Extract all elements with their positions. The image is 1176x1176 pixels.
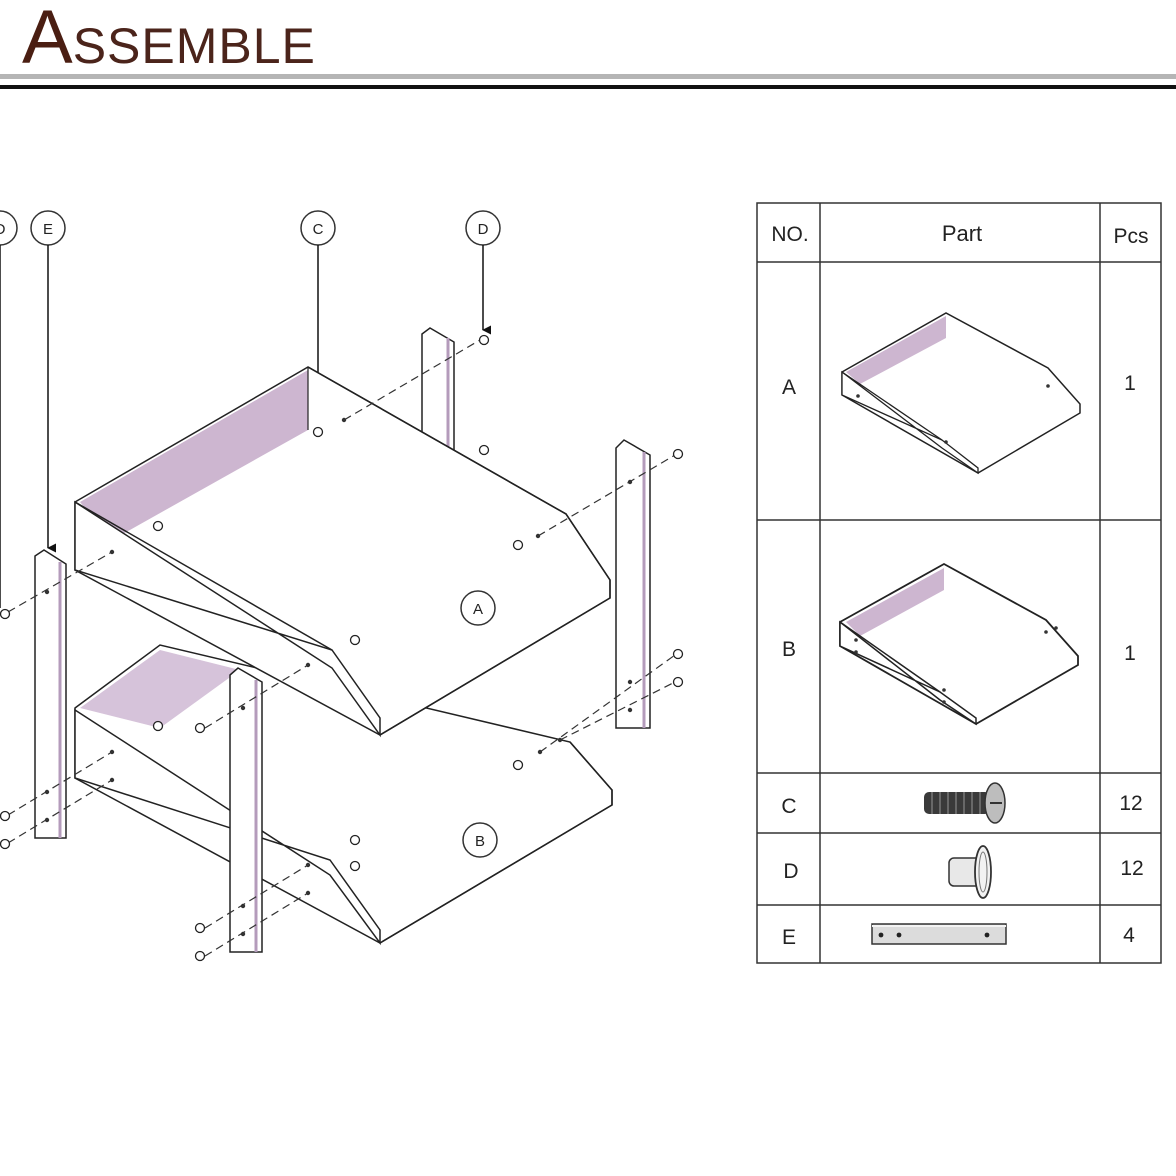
assembly-guides [7, 339, 676, 957]
tray-a-icon [841, 312, 1081, 475]
svg-text:D: D [478, 221, 489, 238]
leg-right [615, 439, 651, 729]
svg-text:B: B [475, 833, 485, 850]
header-no: NO. [771, 223, 808, 246]
callout-d-top: D [465, 210, 501, 335]
header-rule-grey [0, 74, 1176, 79]
row-d-pcs: 12 [1120, 857, 1143, 880]
row-d-no: D [783, 860, 798, 883]
callout-e-left: E [30, 210, 66, 553]
leg-bar-icon [871, 923, 1007, 945]
tray-a-label: A [460, 590, 496, 626]
leg-back-upper [421, 327, 455, 451]
row-c-no: C [781, 795, 796, 818]
assembly-diagram: D E C D B [0, 210, 684, 962]
barrel-nut-icon [948, 845, 992, 899]
row-a-no: A [782, 376, 796, 399]
svg-text:E: E [43, 221, 53, 238]
header-pcs: Pcs [1113, 225, 1148, 248]
svg-text:D: D [0, 221, 6, 238]
row-c-pcs: 12 [1119, 792, 1142, 815]
svg-text:A: A [473, 601, 483, 618]
header-rule-black [0, 85, 1176, 89]
title-rest: SSEMBLE [72, 18, 316, 74]
header-part: Part [942, 221, 982, 246]
title-initial: A [22, 0, 73, 80]
row-b-pcs: 1 [1124, 642, 1136, 665]
page-title: ASSEMBLE [22, 0, 316, 76]
hardware-bolts [0, 334, 684, 962]
leg-front [229, 667, 263, 953]
row-e-pcs: 4 [1123, 924, 1135, 947]
tray-a-drawing [74, 366, 611, 738]
svg-text:C: C [313, 221, 324, 238]
screw-icon [924, 782, 1006, 824]
tray-b-icon [839, 562, 1079, 726]
tray-b-label: B [462, 822, 498, 858]
row-b-no: B [782, 638, 796, 661]
leg-left [34, 549, 67, 839]
row-a-pcs: 1 [1124, 372, 1136, 395]
callout-d-left: D [0, 210, 18, 608]
row-e-no: E [782, 926, 796, 949]
tray-b-drawing [74, 644, 613, 946]
